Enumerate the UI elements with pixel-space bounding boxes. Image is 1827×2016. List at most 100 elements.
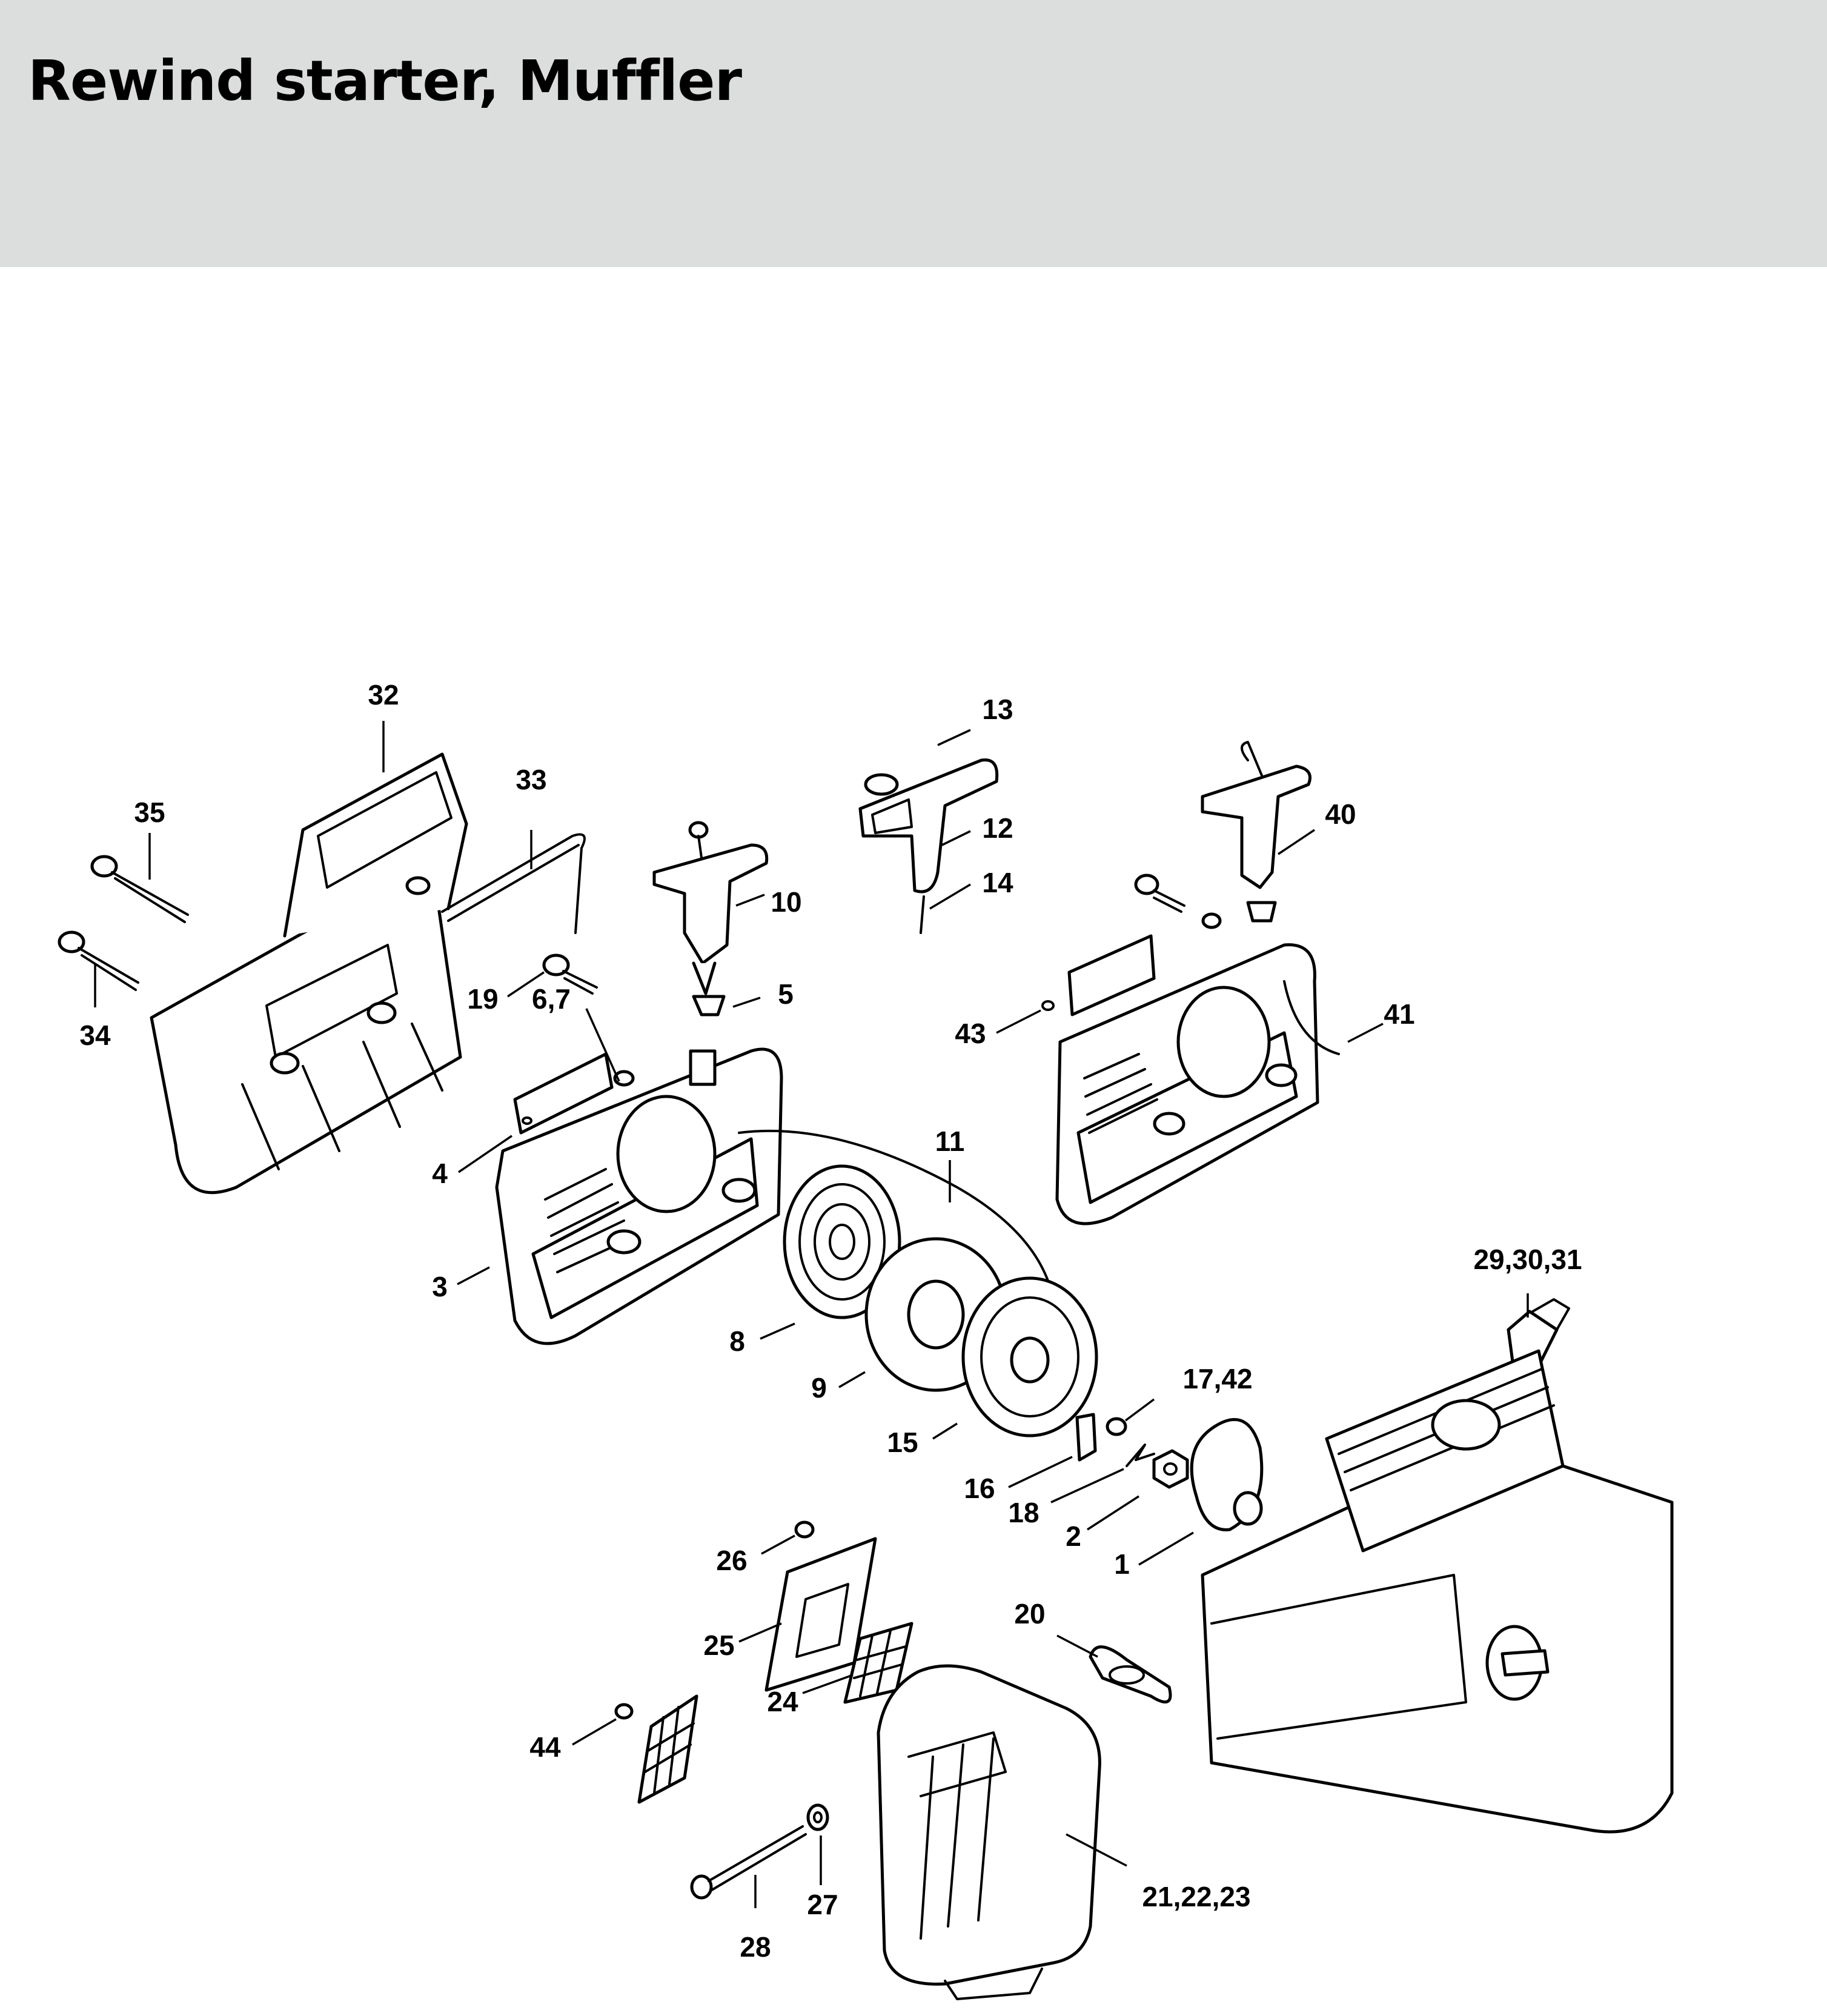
callout-9: 9 bbox=[811, 1372, 827, 1404]
part-grip-40 bbox=[1201, 741, 1311, 889]
callout-8: 8 bbox=[729, 1325, 745, 1357]
leader-16 bbox=[1008, 1456, 1073, 1488]
part-fan-housing-right bbox=[1055, 943, 1319, 1225]
callout-3: 3 bbox=[432, 1271, 448, 1302]
callout-4: 4 bbox=[432, 1158, 448, 1189]
part-sleeve-6-7 bbox=[613, 1070, 635, 1087]
callout-21-23: 21,22,23 bbox=[1142, 1881, 1250, 1912]
callout-35: 35 bbox=[134, 797, 165, 828]
leader-5 bbox=[732, 996, 761, 1008]
part-spring-clip-18 bbox=[1126, 1444, 1155, 1467]
callout-27: 27 bbox=[807, 1889, 838, 1920]
leader-4 bbox=[458, 1135, 512, 1173]
callout-labels: 32 35 34 33 19 6,7 10 5 4 3 11 8 9 15 16… bbox=[79, 679, 1582, 1963]
part-plate-4 bbox=[513, 1052, 614, 1135]
part-muffler-21-23 bbox=[877, 1664, 1101, 2000]
leader-10 bbox=[735, 894, 765, 907]
part-fan-cup-1 bbox=[1190, 1418, 1264, 1531]
part-plate-43 bbox=[1041, 934, 1156, 1016]
leader-26 bbox=[761, 1534, 795, 1555]
header-bar: Rewind starter, Muffler bbox=[0, 0, 1827, 267]
callout-5: 5 bbox=[778, 978, 794, 1010]
part-gasket-20 bbox=[1089, 1645, 1172, 1703]
part-screen-44 bbox=[637, 1694, 698, 1804]
leader-1 bbox=[1138, 1531, 1194, 1566]
part-screw-19 bbox=[542, 953, 598, 995]
leader-17-42 bbox=[1124, 1398, 1155, 1422]
leader-2 bbox=[1087, 1495, 1139, 1531]
part-screw-34 bbox=[58, 930, 139, 991]
leader-18 bbox=[1050, 1468, 1124, 1504]
part-bushing-5 bbox=[692, 995, 726, 1016]
callout-43: 43 bbox=[955, 1018, 986, 1049]
part-screw-44b bbox=[614, 1703, 634, 1720]
leader-lines bbox=[94, 721, 1529, 1908]
part-crankcase bbox=[1201, 1349, 1674, 1834]
callout-32: 32 bbox=[368, 679, 399, 711]
callout-25: 25 bbox=[703, 1630, 734, 1661]
leader-44 bbox=[572, 1718, 617, 1746]
part-washer-27 bbox=[806, 1803, 829, 1831]
callout-40: 40 bbox=[1325, 798, 1356, 830]
callout-20: 20 bbox=[1014, 1598, 1045, 1630]
callout-33: 33 bbox=[516, 764, 546, 795]
part-screw-35 bbox=[90, 855, 189, 923]
callout-10: 10 bbox=[771, 886, 801, 918]
callout-44: 44 bbox=[529, 1731, 561, 1763]
callout-34: 34 bbox=[79, 1020, 111, 1051]
callout-28: 28 bbox=[740, 1931, 771, 1963]
leader-41 bbox=[1347, 1023, 1384, 1043]
callout-26: 26 bbox=[716, 1545, 747, 1576]
callout-11: 11 bbox=[935, 1126, 965, 1157]
callout-24: 24 bbox=[767, 1686, 798, 1717]
callout-2: 2 bbox=[1066, 1520, 1081, 1552]
leader-15 bbox=[932, 1422, 958, 1440]
leader-9 bbox=[838, 1371, 866, 1388]
leader-21-23 bbox=[1066, 1833, 1127, 1867]
leader-8 bbox=[760, 1322, 795, 1340]
callout-6-7: 6,7 bbox=[532, 983, 571, 1015]
callout-17-42: 17,42 bbox=[1182, 1363, 1252, 1394]
leader-25 bbox=[738, 1622, 782, 1643]
part-bushing-40b bbox=[1246, 901, 1277, 923]
part-spring-8 bbox=[783, 1164, 901, 1319]
leader-12 bbox=[941, 830, 971, 846]
callout-13: 13 bbox=[982, 694, 1013, 725]
part-washer-17-42 bbox=[1106, 1417, 1127, 1436]
leader-6-7 bbox=[585, 1008, 620, 1082]
leader-19 bbox=[507, 971, 545, 998]
part-rope-rotor-15 bbox=[961, 1276, 1098, 1437]
callout-29-31: 29,30,31 bbox=[1473, 1244, 1582, 1275]
part-rope-14 bbox=[920, 895, 925, 934]
part-shroud-32 bbox=[150, 752, 468, 1195]
leader-20 bbox=[1056, 1634, 1098, 1658]
leader-24 bbox=[802, 1674, 854, 1694]
part-screw-26 bbox=[794, 1520, 815, 1539]
part-fan-housing-3 bbox=[495, 1047, 783, 1345]
callout-12: 12 bbox=[982, 812, 1013, 844]
callout-1: 1 bbox=[1114, 1548, 1130, 1580]
callout-14: 14 bbox=[982, 867, 1013, 898]
leader-3 bbox=[457, 1266, 490, 1285]
part-cap-13 bbox=[864, 773, 899, 796]
part-bolt-28 bbox=[690, 1825, 807, 1900]
page-title: Rewind starter, Muffler bbox=[28, 48, 742, 113]
callout-19: 19 bbox=[467, 983, 498, 1015]
part-wire-33 bbox=[441, 833, 586, 934]
part-rope-11 bbox=[738, 1129, 1055, 1304]
part-grip-12 bbox=[858, 758, 999, 894]
leader-14 bbox=[929, 883, 971, 910]
part-rope-41 bbox=[1283, 980, 1340, 1055]
leader-43 bbox=[996, 1009, 1041, 1034]
callout-16: 16 bbox=[964, 1473, 995, 1504]
part-pawl-16 bbox=[1075, 1413, 1097, 1462]
callout-41: 41 bbox=[1384, 998, 1414, 1030]
part-screw-right bbox=[1134, 874, 1222, 929]
part-nut-2 bbox=[1152, 1449, 1189, 1489]
part-grip-10 bbox=[652, 821, 769, 995]
leader-13 bbox=[937, 729, 971, 746]
callout-18: 18 bbox=[1008, 1497, 1039, 1528]
callout-15: 15 bbox=[887, 1427, 918, 1458]
leader-40 bbox=[1278, 829, 1315, 855]
